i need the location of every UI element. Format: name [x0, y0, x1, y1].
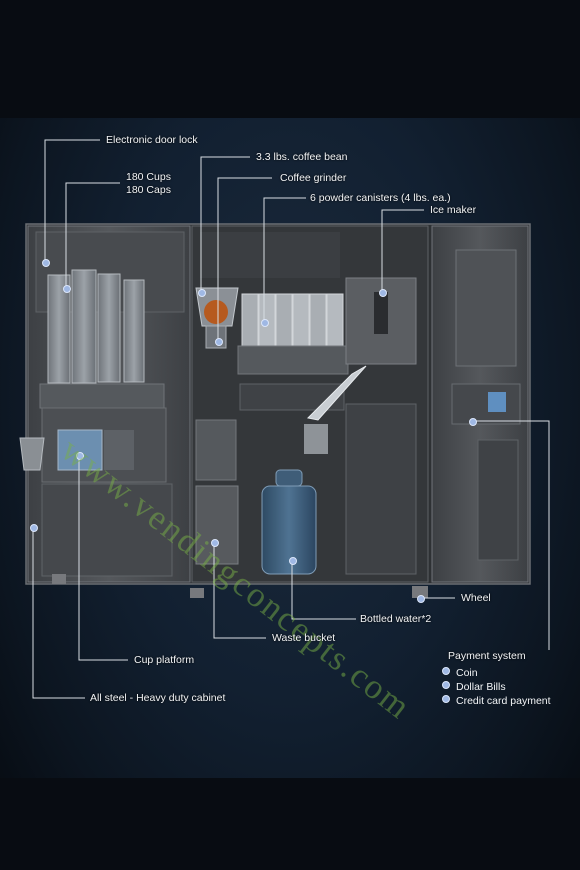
door-lock-dot: [42, 259, 50, 267]
wheel-dot: [417, 595, 425, 603]
label-wheel: Wheel: [461, 592, 491, 604]
label-cups: 180 Cups: [126, 171, 171, 183]
label-payment-title: Payment system: [448, 650, 526, 662]
canisters-dot: [261, 319, 269, 327]
payment-item-credit: Credit card payment: [442, 695, 551, 707]
ice-maker-dot: [379, 289, 387, 297]
bottom-dark-band: [0, 778, 580, 870]
wheels: [52, 574, 428, 598]
cup-platform-dot: [76, 452, 84, 460]
bullet-icon: [442, 681, 450, 689]
callout-waste-bucket: [213, 542, 266, 639]
top-dark-band: [0, 0, 580, 118]
powder-canisters: [237, 293, 349, 411]
callout-lines: [32, 139, 550, 699]
water-bottle: [261, 469, 317, 575]
bullet-icon: [442, 667, 450, 675]
payment-item-label: Coin: [456, 667, 478, 679]
grinder-dot: [215, 338, 223, 346]
bullet-icon: [442, 695, 450, 703]
bottled-water-dot: [289, 557, 297, 565]
label-ice-maker: Ice maker: [430, 204, 477, 216]
label-cabinet: All steel - Heavy duty cabinet: [90, 692, 226, 704]
callout-ice-maker: [381, 209, 424, 292]
cup-platform-unit: [19, 407, 173, 577]
cups-dot: [63, 285, 71, 293]
callout-door-lock: [44, 139, 100, 262]
label-canisters: 6 powder canisters (4 lbs. ea.): [310, 192, 451, 204]
label-door-lock: Electronic door lock: [106, 134, 198, 146]
payment-item-bills: Dollar Bills: [442, 681, 506, 693]
callout-bottled-water: [291, 560, 356, 620]
waste-bucket-shape: [195, 485, 239, 565]
callout-coffee-bean: [200, 156, 250, 292]
label-coffee-bean: 3.3 lbs. coffee bean: [256, 151, 348, 163]
coffee-bean-dot: [198, 289, 206, 297]
cup-tubes: [39, 269, 165, 409]
coffee-grinder: [195, 287, 239, 349]
waste-bucket-dot: [211, 539, 219, 547]
callout-cabinet: [32, 527, 85, 699]
label-caps: 180 Caps: [126, 184, 171, 196]
callout-canisters: [263, 197, 306, 322]
payment-dot: [469, 418, 477, 426]
callout-cup-platform: [78, 455, 128, 661]
payment-item-label: Credit card payment: [456, 695, 551, 707]
dispense-area: [195, 419, 328, 481]
cabinet-dot: [30, 524, 38, 532]
label-waste-bucket: Waste bucket: [272, 632, 336, 644]
callout-payment: [472, 420, 550, 650]
label-bottled-water: Bottled water*2: [360, 613, 432, 625]
payment-item-coin: Coin: [442, 667, 478, 679]
label-grinder: Coffee grinder: [280, 172, 347, 184]
ice-maker: [306, 277, 417, 575]
callout-grinder: [217, 177, 272, 341]
payment-unit: [451, 249, 521, 561]
label-cup-platform: Cup platform: [134, 654, 195, 666]
callout-cups: [65, 182, 120, 288]
payment-item-label: Dollar Bills: [456, 681, 506, 693]
